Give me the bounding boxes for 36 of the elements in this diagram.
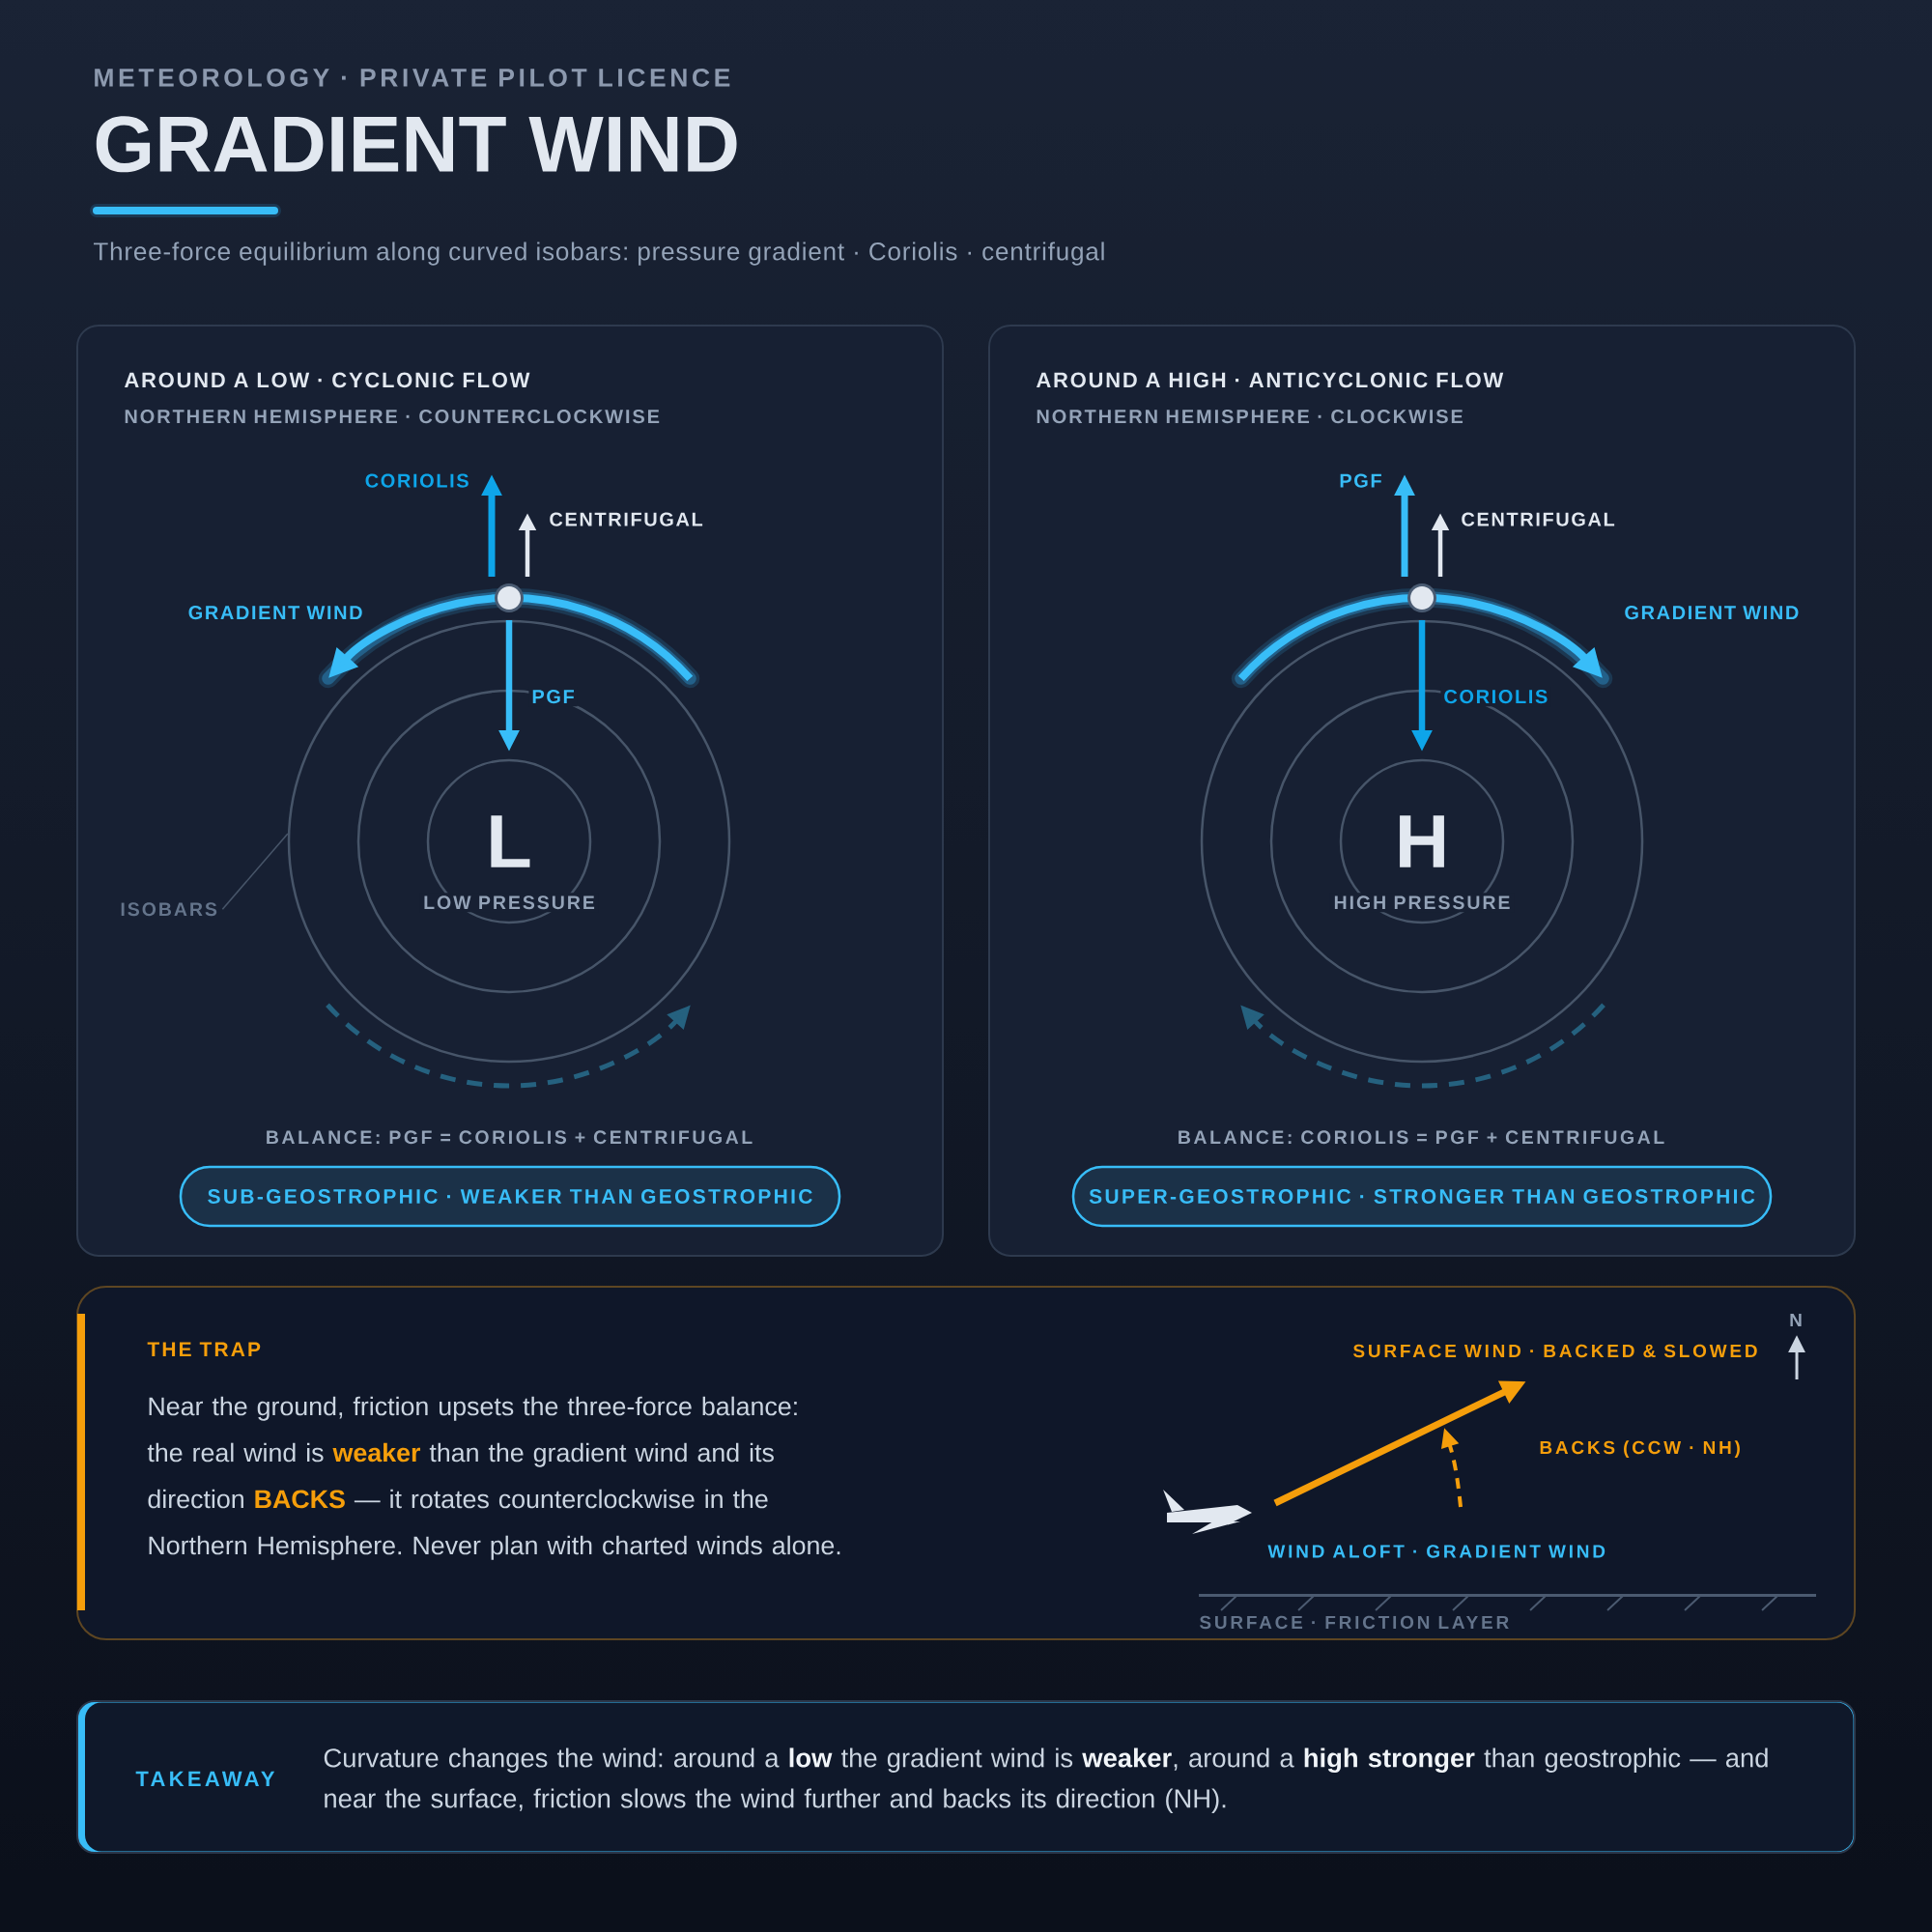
balance-equation: BALANCE: CORIOLIS = PGF + CENTRIFUGAL (1179, 1130, 1664, 1145)
force-label: CORIOLIS (1440, 687, 1551, 707)
subtitle: Three-force equilibrium along curved isobars: pressure gradient · Coriolis · centrifugal (94, 242, 1104, 266)
compass-letter: N (1790, 1313, 1802, 1326)
annotation-label: SURFACE WIND · BACKED & SLOWED (1353, 1344, 1757, 1358)
isobar-circle (356, 689, 662, 994)
pressure-caption: HIGH PRESSURE (1329, 893, 1515, 913)
isobar-circle (1269, 689, 1575, 994)
force-label: CORIOLIS (365, 473, 469, 488)
panel-heading: AROUND A LOW · CYCLONIC FLOW (124, 372, 530, 388)
wind-label: GRADIENT WIND (188, 606, 362, 620)
panel-subheading: NORTHERN HEMISPHERE · CLOCKWISE (1037, 410, 1463, 424)
force-label: PGF (1340, 473, 1381, 488)
kicker-label: METEOROLOGY · PRIVATE PILOT LICENCE (95, 68, 730, 87)
annotation-label: WIND ALOFT · GRADIENT WIND (1267, 1545, 1605, 1558)
ground-label: SURFACE · FRICTION LAYER (1200, 1615, 1509, 1630)
pressure-caption: LOW PRESSURE (419, 893, 599, 913)
leader-label: ISOBARS (121, 902, 217, 917)
force-label: CENTRIFUGAL (550, 512, 703, 526)
takeaway-paragraph: Curvature changes the wind: around a low the gradient wind is weaker, around a high stronger than geostrophic — and near the surface, friction slows the wind further and backs its direction (NH). (324, 1747, 1768, 1813)
isobar-circle (1200, 619, 1644, 1064)
panel-heading: AROUND A HIGH · ANTICYCLONIC FLOW (1037, 372, 1504, 388)
callout-heading: THE TRAP (147, 1342, 261, 1356)
force-label: PGF (528, 687, 578, 707)
panel-subheading: NORTHERN HEMISPHERE · COUNTERCLOCKWISE (125, 410, 660, 424)
isobar-circle (287, 619, 731, 1064)
takeaway-heading: TAKEAWAY (135, 1771, 275, 1786)
summary-pill: SUPER-GEOSTROPHIC · STRONGER THAN GEOSTROPHIC (1071, 1165, 1773, 1228)
title: GRADIENT WIND (96, 116, 737, 173)
annotation-label: BACKS (CCW · NH) (1540, 1440, 1740, 1458)
summary-pill: SUB-GEOSTROPHIC · WEAKER THAN GEOSTROPHIC (179, 1165, 841, 1228)
wind-label: GRADIENT WIND (1625, 606, 1799, 620)
callout-paragraph: Near the ground, friction upsets the three-force balance: the real wind is weaker than the gradient wind and its direction BACKS — it rotates counterclockwise in the Northern Hemisphere. Never plan with charted winds alone. (147, 1396, 840, 1560)
balance-equation: BALANCE: PGF = CORIOLIS + CENTRIFUGAL (267, 1130, 753, 1145)
force-label: CENTRIFUGAL (1462, 512, 1615, 526)
leader-line (221, 833, 289, 911)
